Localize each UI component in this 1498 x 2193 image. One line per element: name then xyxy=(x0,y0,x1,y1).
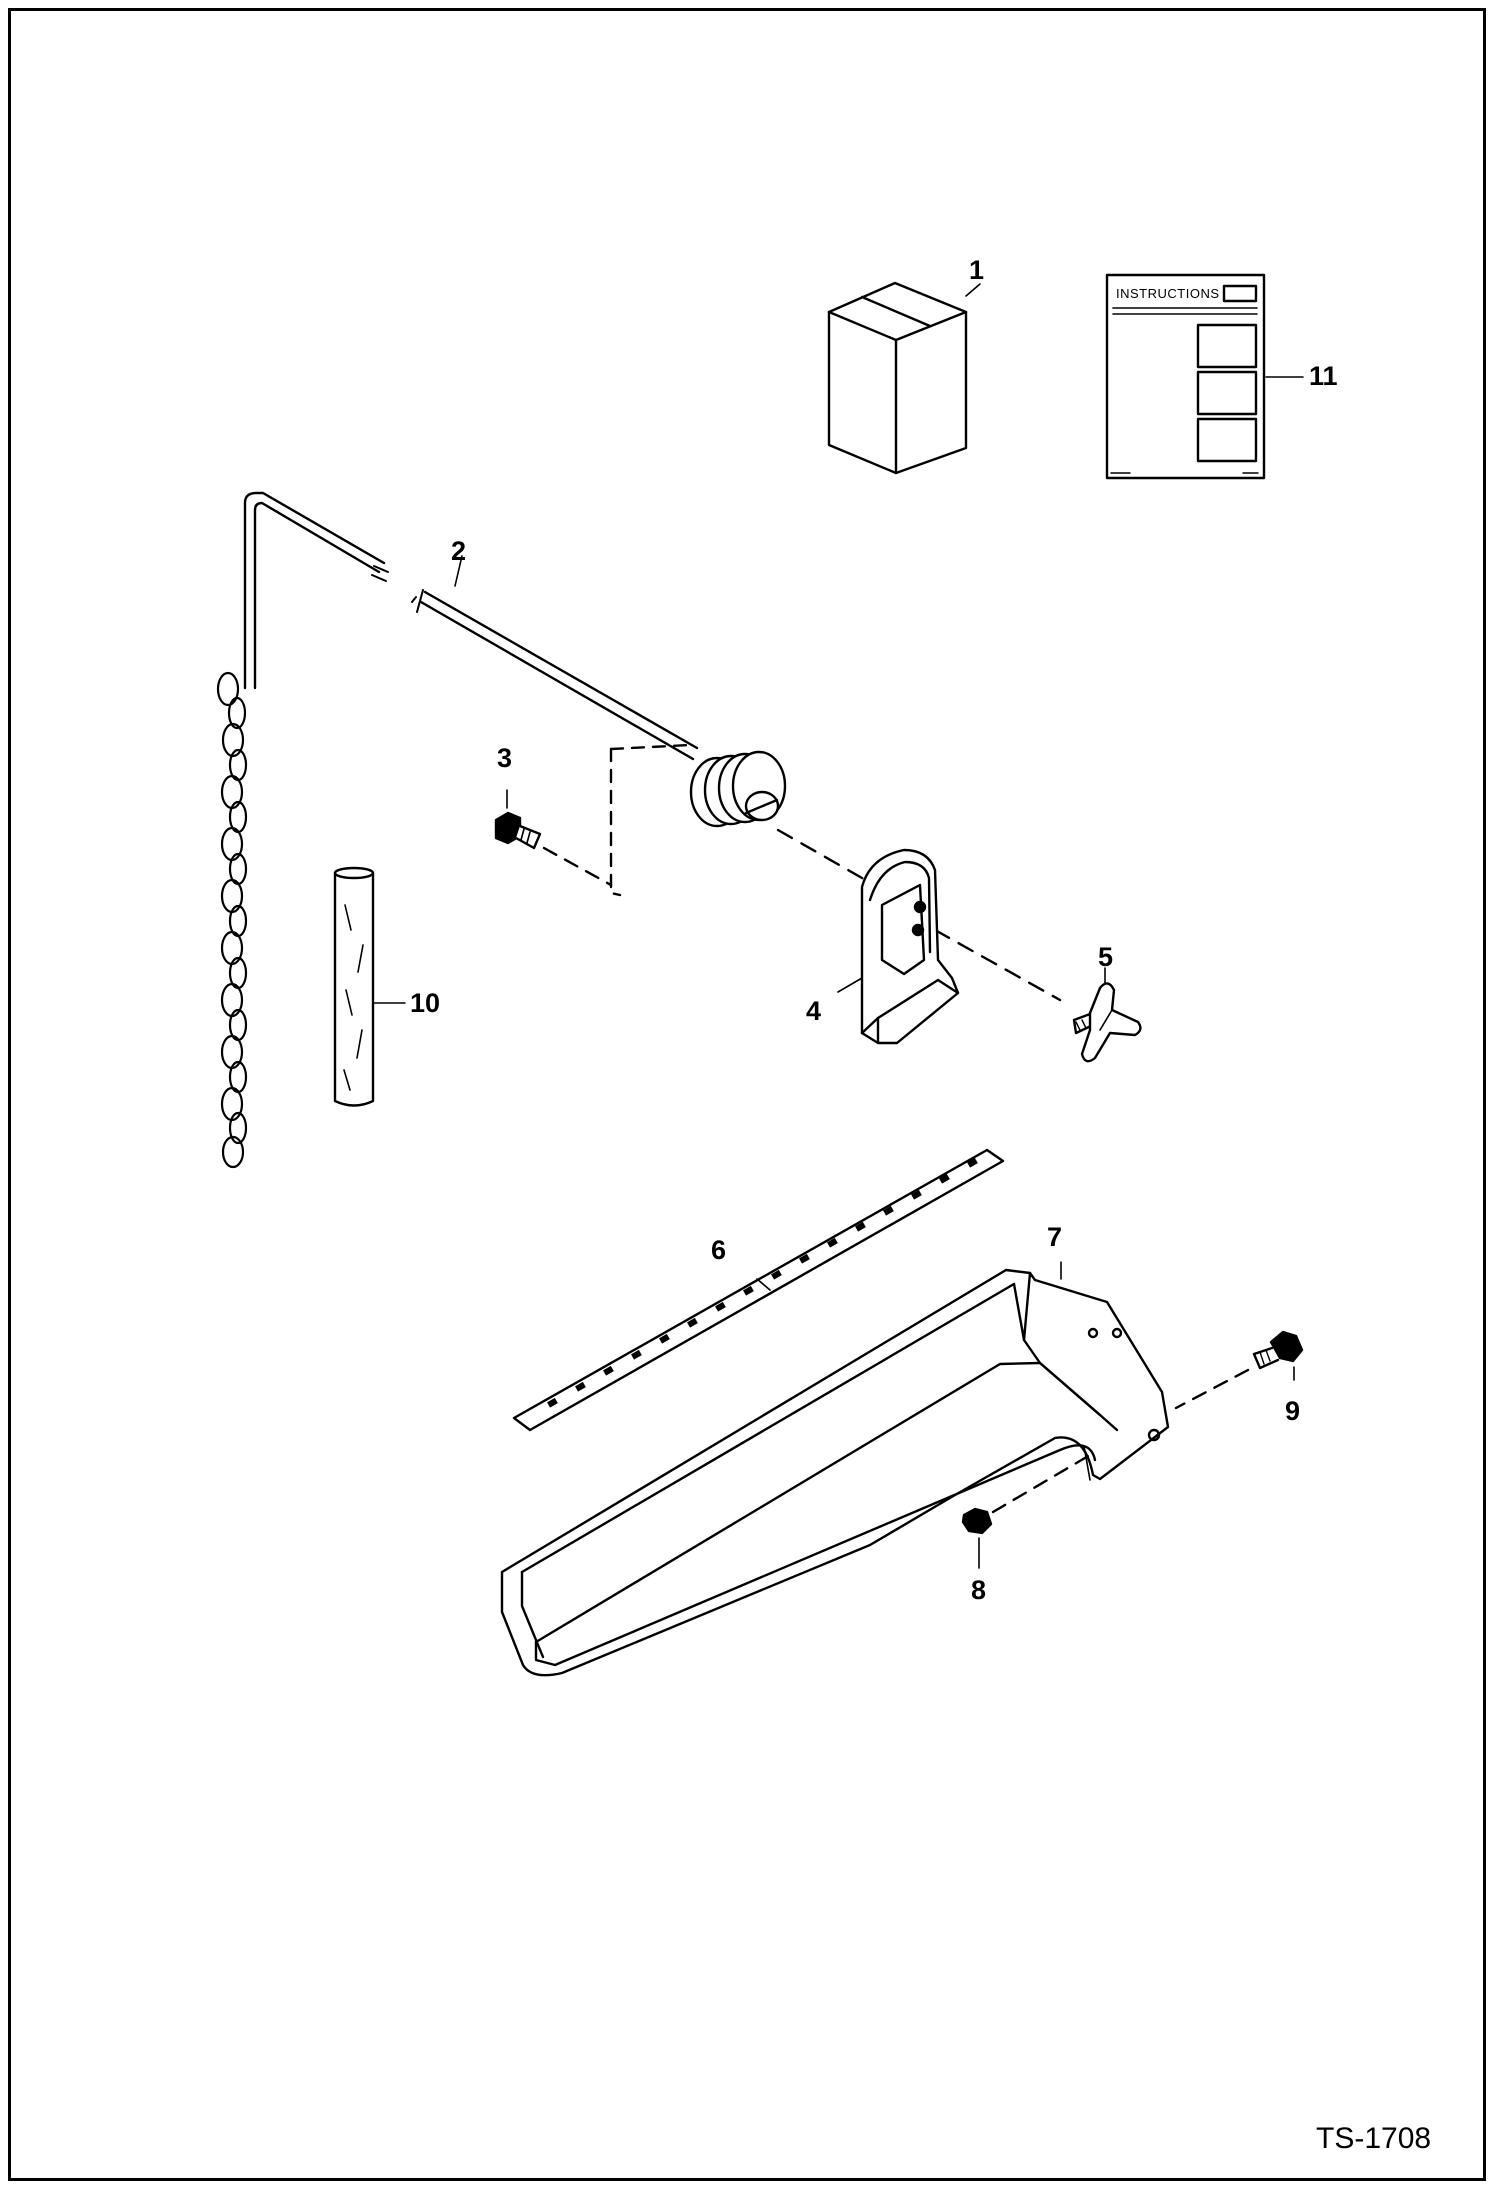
part-3-bolt xyxy=(494,789,613,887)
part-4-bracket xyxy=(837,848,960,1045)
part-5-knob xyxy=(1072,967,1142,1063)
callout-6: 6 xyxy=(711,1235,727,1265)
callout-2: 2 xyxy=(451,536,467,566)
callout-11: 11 xyxy=(1309,361,1338,391)
callout-10: 10 xyxy=(410,988,441,1018)
instruction-sheet-title: INSTRUCTIONS xyxy=(1116,286,1220,301)
part-2-spring-rod xyxy=(243,491,787,897)
sheet-border xyxy=(8,8,1486,2181)
part-1-carton xyxy=(827,281,981,475)
callout-5: 5 xyxy=(1098,942,1114,972)
part-11-instruction-sheet xyxy=(1105,273,1304,480)
part-8-nut xyxy=(961,1453,1092,1569)
part-10-sleeve xyxy=(333,866,406,1107)
assembly-line-coil-to-bracket xyxy=(776,828,878,888)
part-7-tray xyxy=(500,1261,1170,1677)
callout-7: 7 xyxy=(1047,1222,1063,1252)
callout-9: 9 xyxy=(1285,1396,1301,1426)
drawing-code: TS-1708 xyxy=(1316,2122,1432,2155)
chain xyxy=(216,671,248,1169)
part-9-bolt xyxy=(1174,1330,1304,1410)
callout-8: 8 xyxy=(971,1575,987,1605)
assembly-line-bracket-to-knob xyxy=(933,928,1062,1002)
callout-1: 1 xyxy=(969,255,985,285)
callout-3: 3 xyxy=(497,743,513,773)
part-6-strip xyxy=(512,1148,1005,1432)
callout-4: 4 xyxy=(806,996,822,1026)
